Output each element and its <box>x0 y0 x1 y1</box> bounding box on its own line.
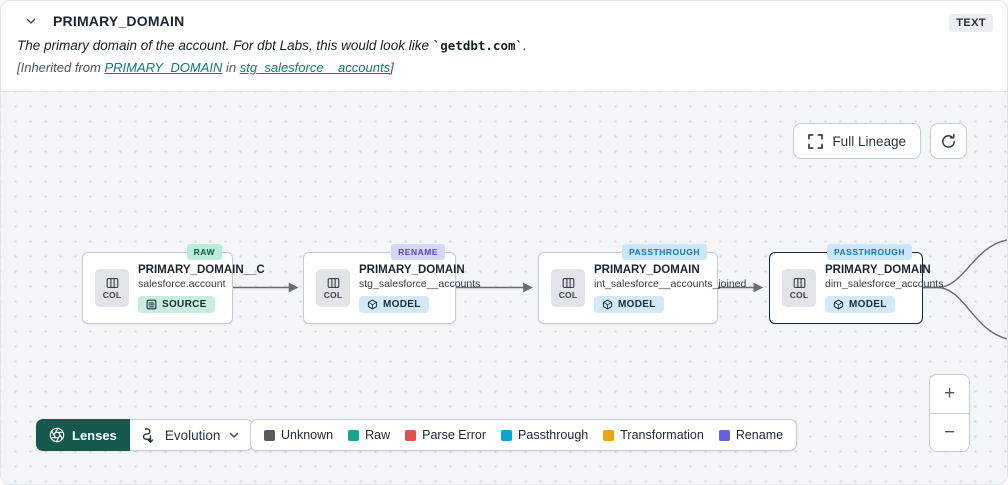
legend-label: Passthrough <box>518 428 589 442</box>
node-kind-label: MODEL <box>618 298 656 310</box>
node-subtitle: int_salesforce__accounts_joined <box>594 277 747 290</box>
legend-swatch <box>718 429 730 441</box>
col-chip-label: COL <box>789 289 809 300</box>
description-code: `getdbt.com` <box>432 38 524 53</box>
column-description: The primary domain of the account. For d… <box>17 38 991 53</box>
legend-label: Raw <box>365 428 391 442</box>
inherited-column-link[interactable]: PRIMARY_DOMAIN <box>104 60 223 75</box>
inherited-suffix: ] <box>390 60 394 75</box>
expand-icon <box>808 133 824 149</box>
legend-item-parse-error: Parse Error <box>405 428 486 442</box>
zoom-controls: + − <box>929 374 970 452</box>
column-chip: COL <box>95 269 129 307</box>
aperture-icon <box>49 427 65 443</box>
evolution-badge: RENAME <box>391 244 445 260</box>
node-title: PRIMARY_DOMAIN__C <box>138 263 265 276</box>
legend-swatch <box>405 429 417 441</box>
lineage-node-stg-salesforce-accounts[interactable]: RENAME COL PRIMARY_DOMAIN stg_salesforce… <box>303 244 480 324</box>
legend-label: Rename <box>735 428 784 442</box>
legend-swatch <box>264 429 275 441</box>
evolution-badge: PASSTHROUGH <box>827 244 912 260</box>
lineage-node-int-salesforce-accounts-joined[interactable]: PASSTHROUGH COL PRIMARY_DOMAIN int_sales… <box>538 244 746 324</box>
legend-item-rename: Rename <box>718 428 784 442</box>
model-cube-icon <box>602 299 613 309</box>
inherited-model-link[interactable]: stg_salesforce__accounts <box>239 60 391 75</box>
refresh-icon <box>942 133 955 148</box>
page-title: PRIMARY_DOMAIN <box>53 13 185 29</box>
legend-swatch <box>348 429 360 441</box>
col-chip-label: COL <box>323 289 343 300</box>
lineage-canvas[interactable]: Full Lineage RAW COL PRIMARY_DOMAIN__C s… <box>1 91 1007 484</box>
columns-icon <box>106 277 118 288</box>
lineage-node-dim-salesforce-accounts[interactable]: PASSTHROUGH COL PRIMARY_DOMAIN dim_sales… <box>769 244 943 324</box>
legend-label: Transformation <box>620 428 704 442</box>
column-header: PRIMARY_DOMAIN TEXT The primary domain o… <box>1 1 1007 91</box>
inherited-note: [Inherited from PRIMARY_DOMAIN in stg_sa… <box>17 60 991 75</box>
evolution-badge: RAW <box>186 244 222 260</box>
canvas-controls: Full Lineage <box>793 123 967 159</box>
inherited-middle: in <box>222 60 240 75</box>
column-chip: COL <box>316 269 350 307</box>
node-kind-label: SOURCE <box>162 298 207 310</box>
evolution-label: Evolution <box>164 427 221 443</box>
lenses-toolbar: Lenses Evolution <box>36 419 254 451</box>
node-kind-badge: MODEL <box>594 295 664 313</box>
node-kind-badge: MODEL <box>825 295 895 313</box>
node-title: PRIMARY_DOMAIN <box>359 263 465 276</box>
inherited-prefix: [Inherited from <box>17 60 105 75</box>
datatype-badge: TEXT <box>949 14 993 32</box>
evolution-badge: PASSTHROUGH <box>622 244 707 260</box>
legend-label: Parse Error <box>422 428 487 442</box>
description-text: The primary domain of the account. For d… <box>17 38 433 53</box>
full-lineage-button[interactable]: Full Lineage <box>793 123 921 159</box>
lineage-node-salesforce-account[interactable]: RAW COL PRIMARY_DOMAIN__C salesforce.acc… <box>82 244 265 324</box>
legend-swatch <box>501 429 513 441</box>
node-kind-badge: SOURCE <box>138 295 215 313</box>
full-lineage-label: Full Lineage <box>832 133 906 149</box>
node-subtitle: dim_salesforce_accounts <box>825 277 944 290</box>
node-kind-label: MODEL <box>849 298 887 310</box>
legend-swatch <box>603 429 615 441</box>
collapse-chevron-icon[interactable] <box>23 13 39 29</box>
lenses-label: Lenses <box>72 427 117 443</box>
legend-item-transformation: Transformation <box>603 428 704 442</box>
model-cube-icon <box>367 299 378 309</box>
column-chip: COL <box>782 269 816 307</box>
evolution-lens-dropdown[interactable]: Evolution <box>129 419 254 451</box>
source-icon <box>146 299 157 309</box>
description-period: . <box>523 38 527 53</box>
evolution-legend: Unknown Raw Parse Error Passthrough Tran… <box>250 419 798 451</box>
columns-icon <box>793 277 805 288</box>
col-chip-label: COL <box>558 289 578 300</box>
evolution-icon <box>142 427 154 443</box>
refresh-button[interactable] <box>930 123 967 159</box>
legend-item-raw: Raw <box>348 428 390 442</box>
col-chip-label: COL <box>102 289 122 300</box>
lenses-button[interactable]: Lenses <box>36 419 130 451</box>
node-title: PRIMARY_DOMAIN <box>825 263 931 276</box>
chevron-down-icon <box>230 432 239 438</box>
zoom-out-button[interactable]: − <box>930 413 969 451</box>
node-subtitle: stg_salesforce__accounts <box>359 277 481 290</box>
node-subtitle: salesforce.account <box>138 277 226 290</box>
zoom-in-button[interactable]: + <box>930 375 969 413</box>
node-title: PRIMARY_DOMAIN <box>594 263 700 276</box>
node-kind-label: MODEL <box>383 298 421 310</box>
node-kind-badge: MODEL <box>359 295 429 313</box>
model-cube-icon <box>833 299 844 309</box>
column-chip: COL <box>551 269 585 307</box>
columns-icon <box>327 277 339 288</box>
legend-label: Unknown <box>281 428 334 442</box>
legend-item-unknown: Unknown <box>264 428 333 442</box>
legend-item-passthrough: Passthrough <box>501 428 588 442</box>
columns-icon <box>562 277 574 288</box>
